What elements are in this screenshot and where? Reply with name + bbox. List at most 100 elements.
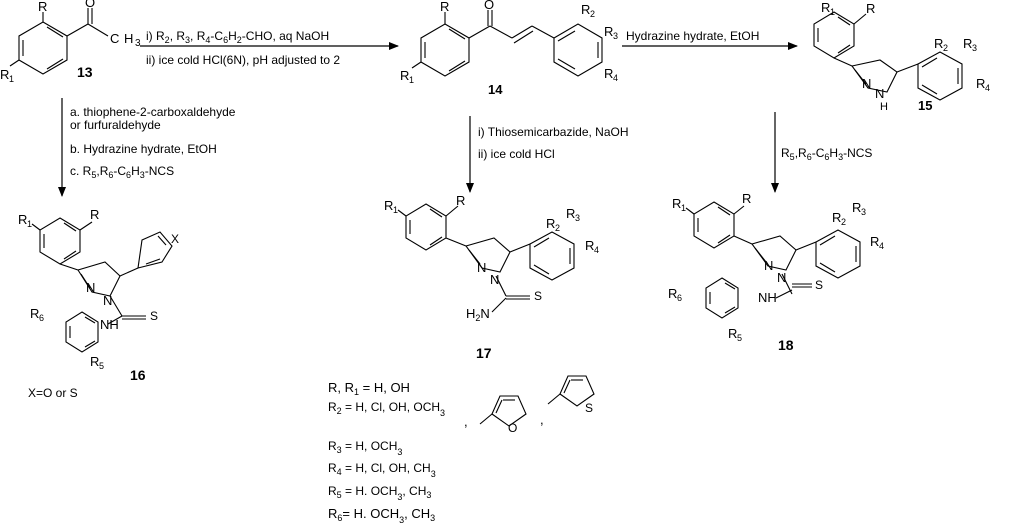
c17-r3-label: R [566, 206, 575, 221]
c14-r3-sub: 3 [613, 31, 618, 41]
c17-r4-label: R [585, 238, 594, 253]
compound-18: R 1 R N N S NH R 2 R 3 R 4 R 6 R 5 18 [668, 191, 884, 353]
c16-r5-sub: 5 [99, 361, 104, 371]
compound-14: R O R 1 R 2 R 3 R 4 14 [400, 0, 618, 97]
c15-r3-sub: 3 [972, 43, 977, 53]
c13-ch3-h: H [124, 31, 133, 46]
c18-r5-sub: 5 [737, 333, 742, 343]
c18-r1-label: R [672, 196, 681, 211]
c17-r2-label: R [546, 216, 555, 231]
c18-r3-sub: 3 [861, 207, 866, 217]
c15-r2-label: R [934, 36, 943, 51]
c13-number: 13 [77, 64, 93, 80]
c15-h-label: H [880, 101, 888, 113]
legend-r5: R5 = H. OCH3, CH3 [328, 484, 431, 502]
c15-number: 15 [918, 98, 932, 113]
c13-oxygen-label: O [85, 0, 95, 10]
svg-text:a. thiophene-2-carboxaldehyde: a. thiophene-2-carboxaldehyde [70, 105, 236, 119]
c15-r1-label: R [821, 0, 830, 15]
c15-nh-label: N [875, 86, 884, 101]
c16-r1-label: R [18, 212, 27, 227]
c15-r-label: R [866, 1, 875, 16]
c18-r5-label: R [728, 326, 737, 341]
c13-r-label: R [38, 0, 47, 14]
c18-r2-label: R [832, 210, 841, 225]
c17-h2n-label: H2N [466, 306, 490, 323]
c14-r1-sub: 1 [409, 75, 414, 85]
c17-r1-sub: 1 [393, 205, 398, 215]
thiophene-substituent: S [547, 375, 595, 415]
c17-r1-label: R [384, 198, 393, 213]
c18-r6-sub: 6 [677, 293, 682, 303]
reagent-14-15: Hydrazine hydrate, EtOH [626, 29, 759, 43]
reagent-14-17-ii: ii) ice cold HCl [478, 147, 555, 161]
c14-r1-label: R [400, 68, 409, 83]
svg-text:or furfuraldehyde: or furfuraldehyde [70, 118, 161, 132]
c16-r6-label: R [30, 306, 39, 321]
c13-r1-sub: 1 [9, 74, 14, 84]
svg-text:i) R2, R3, R4-C6H2-CHO, aq NaO: i) R2, R3, R4-C6H2-CHO, aq NaOH [146, 29, 329, 45]
c15-r4-label: R [976, 76, 985, 91]
c17-n2-label: N [490, 272, 499, 287]
thiophene-s-label: S [585, 401, 593, 415]
reagent-14-17-i: i) Thiosemicarbazide, NaOH [478, 125, 629, 139]
compound-17: R 1 R N N S H2N R 2 R 3 R 4 17 [384, 193, 599, 361]
c16-x-label: X [171, 232, 179, 246]
c16-n1-label: N [86, 280, 95, 295]
c14-r2-label: R [581, 2, 590, 17]
c18-r-label: R [742, 191, 751, 206]
legend-r6: R6= H. OCH3, CH3 [328, 506, 435, 525]
furan-substituent: O [479, 395, 527, 435]
c17-number: 17 [476, 345, 492, 361]
c14-r3-label: R [604, 24, 613, 39]
c16-r-label: R [90, 207, 99, 222]
compound-16: R 1 R X N N S NH R 6 R 5 16 X=O or S [18, 207, 179, 400]
c18-number: 18 [778, 337, 794, 353]
legend-r4: R4 = H, Cl, OH, CH3 [328, 461, 436, 479]
c14-r-label: R [440, 0, 449, 14]
c15-r3-label: R [963, 36, 972, 51]
c16-n2-label: N [103, 293, 112, 308]
c18-r1-sub: 1 [681, 203, 686, 213]
c13-r1-label: R [0, 67, 9, 82]
legend-comma-1: , [464, 414, 468, 429]
c16-s-label: S [150, 309, 158, 323]
c18-n1-label: N [764, 258, 773, 273]
c13-ch3-c: C [110, 31, 119, 46]
c18-r6-label: R [668, 286, 677, 301]
reagent-15-18: R5,R6-C6H3-NCS [781, 146, 872, 162]
legend-r3: R3 = H, OCH3 [328, 439, 402, 457]
reagents-13-to-14: i) R2, R3, R4-C6H2-CHO, aq NaOH ii) ice … [146, 29, 340, 67]
c17-r-label: R [456, 193, 465, 208]
c16-x-note: X=O or S [28, 386, 78, 400]
legend-r2: R2 = H, Cl, OH, OCH3 [328, 400, 445, 418]
c18-nh-label: NH [758, 290, 777, 305]
c17-r2-sub: 2 [555, 223, 560, 233]
c17-r4-sub: 4 [594, 245, 599, 255]
c18-r3-label: R [852, 200, 861, 215]
svg-text:c. R5,R6-C6H3-NCS: c. R5,R6-C6H3-NCS [70, 164, 174, 180]
svg-text:b. Hydrazine hydrate, EtOH: b. Hydrazine hydrate, EtOH [70, 142, 217, 156]
c15-r2-sub: 2 [943, 43, 948, 53]
reagent-13-14-ii: ii) ice cold HCl(6N), pH adjusted to 2 [146, 53, 340, 67]
c15-r1-sub: 1 [830, 7, 835, 17]
reagents-13-to-16: a. thiophene-2-carboxaldehyde or furfura… [70, 105, 236, 180]
c16-nh-label: NH [100, 317, 119, 332]
c16-r5-label: R [90, 354, 99, 369]
c17-r3-sub: 3 [575, 213, 580, 223]
c14-oxygen-label: O [484, 0, 494, 12]
c16-r6-sub: 6 [39, 313, 44, 323]
c17-s-label: S [534, 289, 542, 303]
c13-ch3-sub: 3 [135, 38, 141, 49]
c17-n1-label: N [477, 260, 486, 275]
c18-n2-label: N [777, 270, 786, 285]
substituent-legend: R, R1 = H, OH R2 = H, Cl, OH, OCH3 , O ,… [328, 375, 595, 525]
c16-r1-sub: 1 [27, 219, 32, 229]
legend-comma-2: , [540, 412, 544, 427]
furan-o-label: O [508, 421, 517, 435]
c18-r4-label: R [870, 234, 879, 249]
compound-15: R 1 R N N H R 2 R 3 R 4 15 [813, 0, 990, 113]
compound-13: R O C H 3 R 1 13 [0, 0, 141, 84]
c18-r2-sub: 2 [841, 217, 846, 227]
